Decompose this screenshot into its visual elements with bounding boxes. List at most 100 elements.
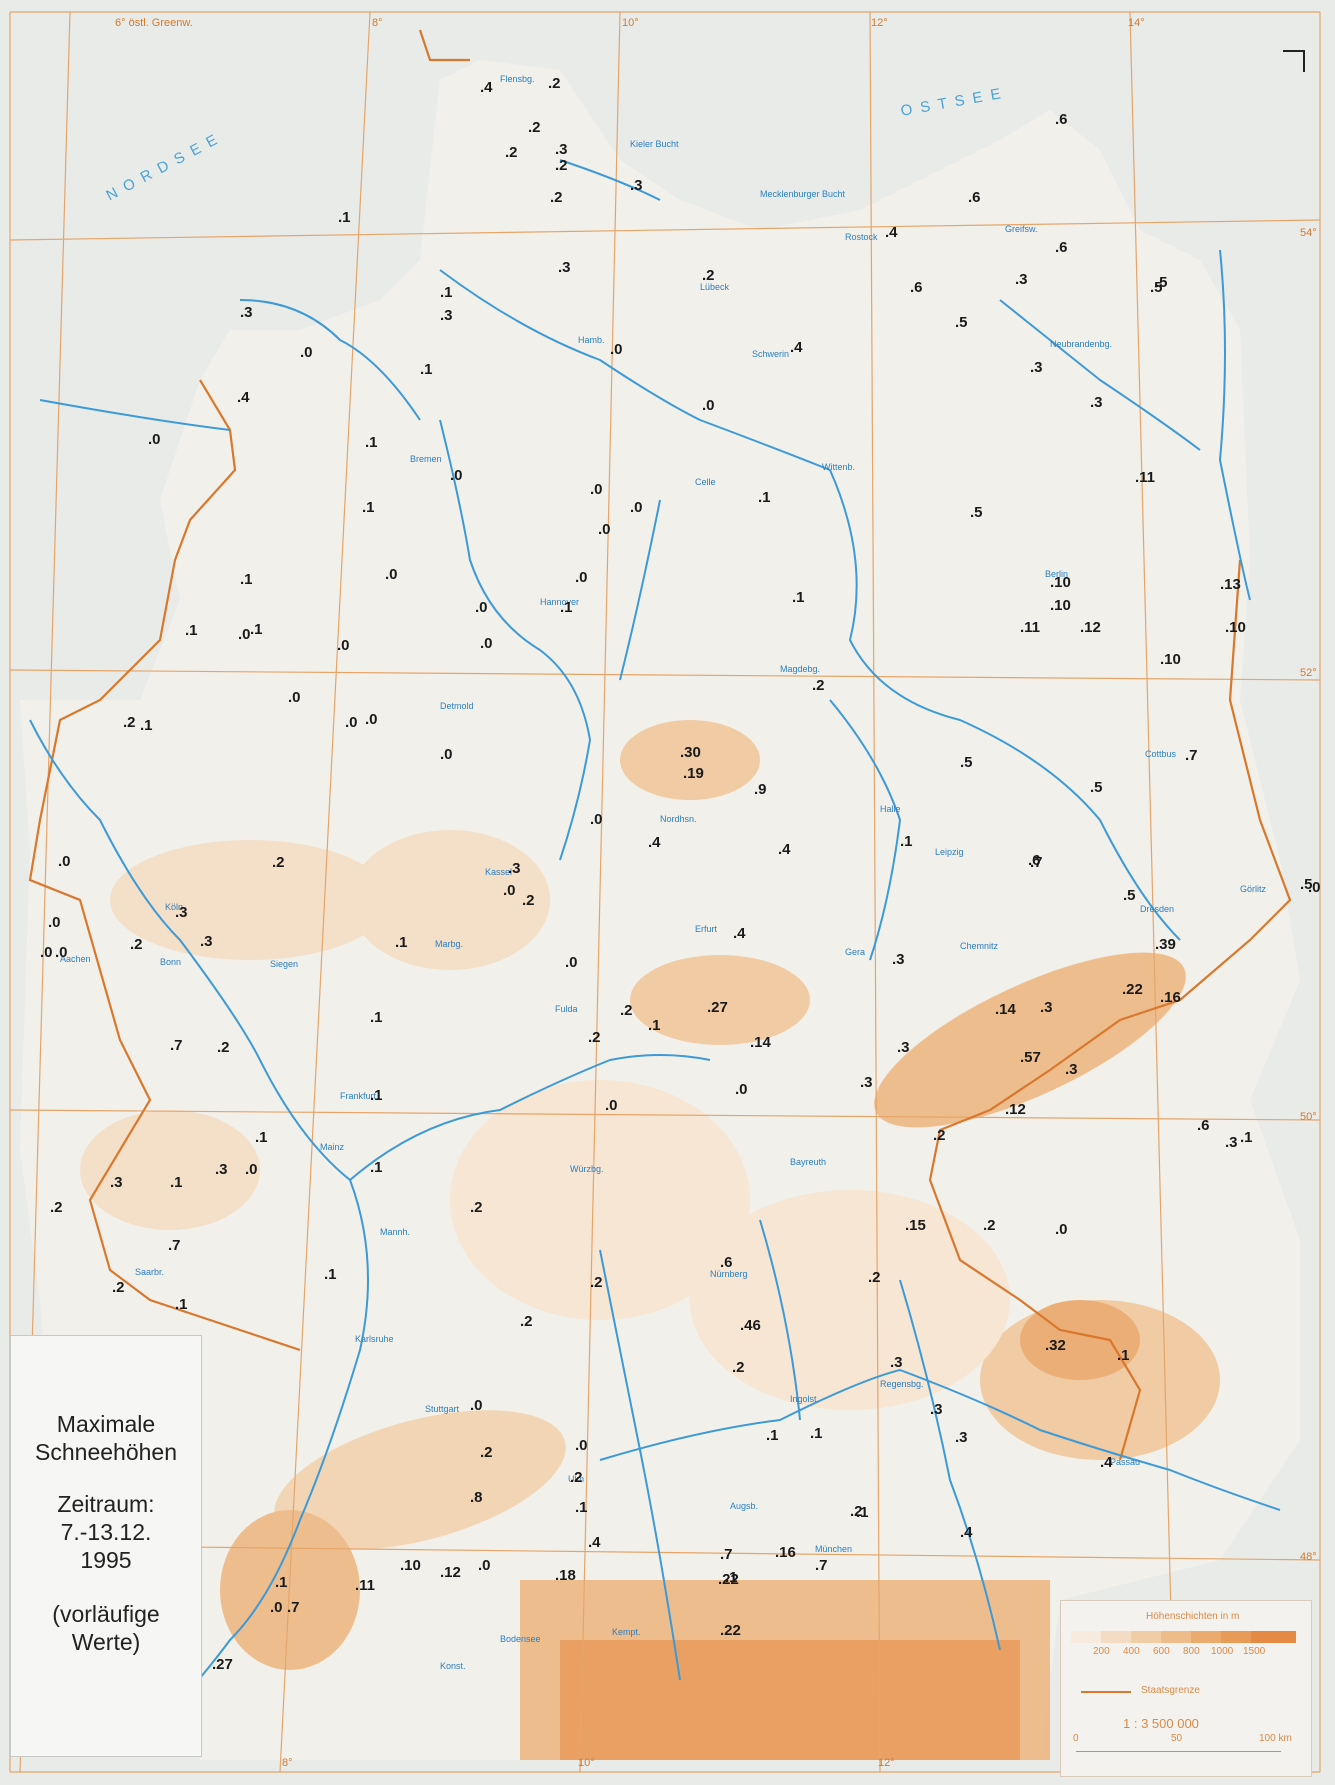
city-label: Aachen bbox=[60, 954, 91, 964]
snow-depth-value: .6 bbox=[1028, 852, 1041, 869]
snow-depth-value: .2 bbox=[732, 1359, 745, 1376]
snow-depth-value: .27 bbox=[212, 1656, 233, 1673]
city-label: Bremen bbox=[410, 454, 442, 464]
snow-depth-value: .57 bbox=[1020, 1049, 1041, 1066]
snow-depth-value: .1 bbox=[575, 1499, 588, 1516]
snow-depth-value: .3 bbox=[175, 904, 188, 921]
title-panel: Maximale Schneehöhen Zeitraum: 7.-13.12.… bbox=[10, 1335, 202, 1757]
lon-label-bottom-8: 8° bbox=[282, 1757, 293, 1769]
city-label: Mannh. bbox=[380, 1227, 411, 1237]
snow-depth-value: .39 bbox=[1155, 936, 1176, 953]
snow-depth-value: .2 bbox=[112, 1279, 125, 1296]
legend-border-label: Staatsgrenze bbox=[1141, 1685, 1200, 1696]
snow-depth-value: .0 bbox=[735, 1081, 748, 1098]
snow-depth-value: .3 bbox=[440, 307, 453, 324]
legend-band: 1500 bbox=[1243, 1646, 1266, 1657]
city-label: Gera bbox=[845, 947, 866, 957]
city-label: Bodensee bbox=[500, 1634, 541, 1644]
note-line: (vorläufige bbox=[52, 1601, 160, 1627]
snow-depth-value: .1 bbox=[365, 434, 378, 451]
snow-depth-value: .1 bbox=[185, 622, 198, 639]
snow-depth-value: .27 bbox=[707, 999, 728, 1016]
city-label: Görlitz bbox=[1240, 884, 1267, 894]
city-label: Schwerin bbox=[752, 349, 790, 359]
snow-depth-value: .4 bbox=[960, 1524, 973, 1541]
snow-depth-value: .0 bbox=[245, 1161, 258, 1178]
corner-mark bbox=[1283, 50, 1305, 72]
snow-depth-value: .1 bbox=[560, 599, 573, 616]
snow-depth-value: .2 bbox=[555, 157, 568, 174]
scale-bar bbox=[1076, 1751, 1281, 1752]
city-label: Mecklenburger Bucht bbox=[760, 189, 846, 199]
title-line: Schneehöhen bbox=[35, 1439, 177, 1465]
snow-depth-value: .2 bbox=[933, 1127, 946, 1144]
snow-depth-value: .4 bbox=[480, 79, 493, 96]
city-label: München bbox=[815, 1544, 853, 1554]
snow-depth-value: .1 bbox=[1117, 1347, 1130, 1364]
snow-depth-value: .0 bbox=[148, 431, 161, 448]
city-label: Mainz bbox=[320, 1142, 345, 1152]
snow-depth-value: .0 bbox=[475, 599, 488, 616]
snow-depth-value: .7 bbox=[1185, 747, 1198, 764]
snow-depth-value: .0 bbox=[480, 635, 493, 652]
city-label: Siegen bbox=[270, 959, 299, 969]
legend-band: 1000 bbox=[1211, 1646, 1234, 1657]
legend-swatch bbox=[1101, 1631, 1131, 1643]
snow-depth-value: .1 bbox=[420, 361, 433, 378]
snow-depth-value: .4 bbox=[648, 834, 661, 851]
snow-depth-value: .3 bbox=[630, 177, 643, 194]
legend-band: 800 bbox=[1183, 1646, 1200, 1657]
snow-depth-value: .2 bbox=[123, 714, 136, 731]
snow-depth-value: .7 bbox=[168, 1237, 181, 1254]
city-label: Frankfurt bbox=[340, 1091, 377, 1101]
snow-depth-value: .0 bbox=[385, 566, 398, 583]
snow-depth-value: .6 bbox=[1197, 1117, 1210, 1134]
snow-depth-value: .3 bbox=[508, 860, 521, 877]
snow-depth-value: .0 bbox=[450, 467, 463, 484]
city-label: Halle bbox=[880, 804, 901, 814]
snow-depth-value: .0 bbox=[1308, 879, 1321, 896]
snow-depth-value: .2 bbox=[50, 1199, 63, 1216]
snow-depth-value: .5 bbox=[1155, 274, 1168, 291]
snow-depth-value: .0 bbox=[702, 397, 715, 414]
legend-band: 600 bbox=[1153, 1646, 1170, 1657]
snow-depth-value: .1 bbox=[792, 589, 805, 606]
city-label: Marbg. bbox=[435, 939, 464, 949]
city-label: Passau bbox=[1110, 1457, 1141, 1467]
snow-depth-value: .14 bbox=[750, 1034, 771, 1051]
snow-depth-value: .12 bbox=[440, 1564, 461, 1581]
city-label: Nordhsn. bbox=[660, 814, 697, 824]
snow-depth-value: .1 bbox=[140, 717, 153, 734]
snow-depth-value: .0 bbox=[610, 341, 623, 358]
snow-depth-value: .2 bbox=[590, 1274, 603, 1291]
snow-depth-value: .3 bbox=[555, 141, 568, 158]
snow-depth-value: .1 bbox=[240, 571, 253, 588]
city-label: Karlsruhe bbox=[355, 1334, 394, 1344]
city-label: Erfurt bbox=[695, 924, 718, 934]
snow-depth-value: .2 bbox=[850, 1503, 863, 1520]
snow-depth-value: .2 bbox=[548, 75, 561, 92]
snow-depth-value: .3 bbox=[955, 1429, 968, 1446]
rivers bbox=[29, 159, 1281, 1701]
city-label: Fulda bbox=[555, 1004, 578, 1014]
snow-depth-value: .0 bbox=[605, 1097, 618, 1114]
snow-depth-value: .2 bbox=[520, 1313, 533, 1330]
city-label: Hannover bbox=[540, 597, 580, 607]
city-label: Lübeck bbox=[700, 282, 730, 292]
scale-tick: 0 bbox=[1073, 1733, 1079, 1744]
snow-depth-value: .1 bbox=[440, 284, 453, 301]
title-line: Maximale bbox=[56, 1411, 156, 1437]
legend: Höhenschichten in m 200 400 600 800 1000… bbox=[1060, 1600, 1312, 1777]
snow-depth-value: .2 bbox=[702, 267, 715, 284]
snow-depth-value: .4 bbox=[1100, 1454, 1113, 1471]
snow-depth-value: .0 bbox=[238, 626, 251, 643]
snow-depth-value: .4 bbox=[790, 339, 803, 356]
snow-depth-value: .16 bbox=[775, 1544, 796, 1561]
snow-depth-value: .0 bbox=[565, 954, 578, 971]
snow-depth-value: .10 bbox=[400, 1557, 421, 1574]
lon-label-6: 6° östl. Greenw. bbox=[115, 17, 193, 29]
snow-depth-value: .2 bbox=[272, 854, 285, 871]
snow-depth-value: .4 bbox=[588, 1534, 601, 1551]
snow-depth-value: .3 bbox=[1030, 359, 1043, 376]
snow-depth-value: .12 bbox=[1005, 1101, 1026, 1118]
